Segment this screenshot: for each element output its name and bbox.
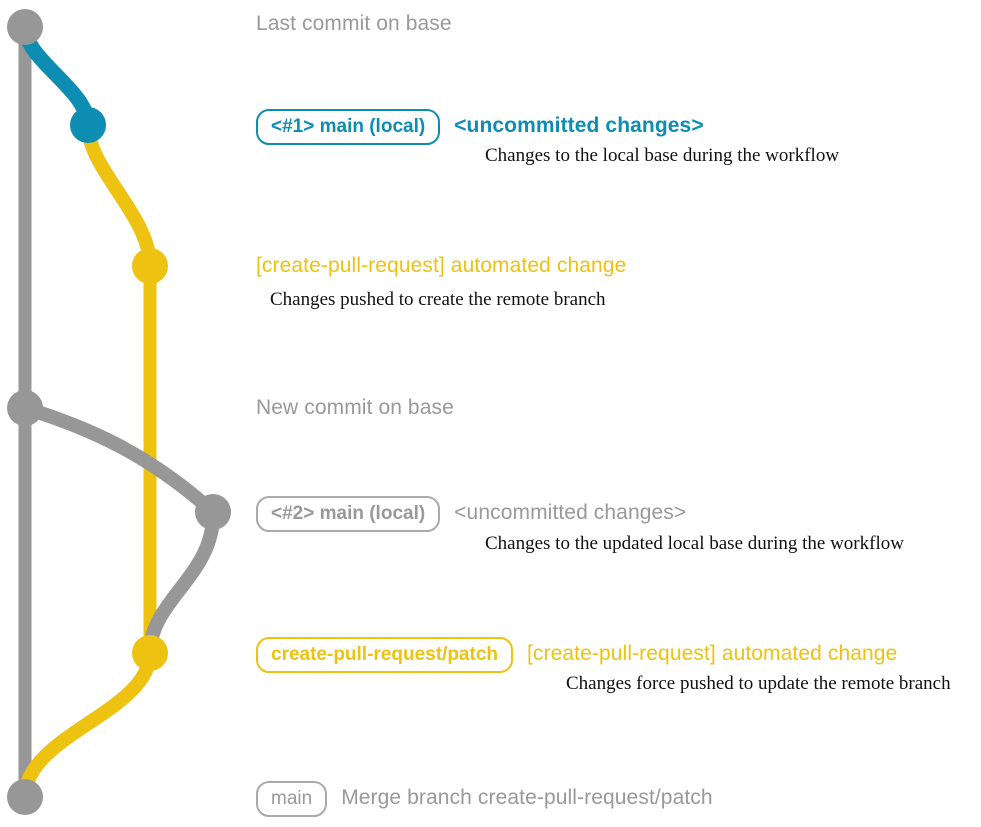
edge-base2-to-local2 — [18, 401, 220, 519]
commit-node-patch[interactable] — [132, 635, 168, 671]
edge-patch-to-merge — [18, 646, 157, 804]
row-automated-1-headline: [create-pull-request] automated change — [256, 254, 627, 277]
row-automated-1-description: Changes pushed to create the remote bran… — [270, 289, 606, 310]
row-last-commit-headline: Last commit on base — [256, 12, 452, 35]
branch-pill-main[interactable]: main — [256, 781, 328, 817]
row-patch-branch-description: Changes force pushed to update the remot… — [566, 673, 951, 694]
row-merge-headline: Merge branch create-pull-request/patch — [341, 786, 713, 809]
commit-node-merge[interactable] — [7, 779, 43, 815]
commit-node-local-1[interactable] — [70, 107, 106, 143]
row-patch-branch-headline: [create-pull-request] automated change — [527, 642, 898, 665]
row-local-1-headline: <uncommitted changes> — [454, 114, 704, 137]
row-last-commit: Last commit on base — [256, 12, 452, 36]
row-automated-1: [create-pull-request] automated change — [256, 254, 626, 278]
branch-pill-local-1[interactable]: <#1> main (local) — [256, 109, 441, 145]
commit-node-base-last[interactable] — [7, 9, 43, 45]
row-local-2-headline: <uncommitted changes> — [454, 501, 687, 524]
branch-pill-local-2[interactable]: <#2> main (local) — [256, 496, 441, 532]
row-new-commit: New commit on base — [256, 396, 454, 420]
row-patch-branch: create-pull-request/patch [create-pull-r… — [256, 637, 897, 673]
commit-node-local-2[interactable] — [195, 494, 231, 530]
row-local-2: <#2> main (local) <uncommitted changes> — [256, 496, 686, 532]
row-local-1: <#1> main (local) <uncommitted changes> — [256, 109, 704, 145]
row-local-1-description: Changes to the local base during the wor… — [485, 145, 840, 166]
commit-node-automated-1[interactable] — [132, 248, 168, 284]
row-new-commit-headline: New commit on base — [256, 396, 454, 419]
branch-pill-patch[interactable]: create-pull-request/patch — [256, 637, 513, 673]
commit-node-base-new[interactable] — [7, 390, 43, 426]
row-local-2-description: Changes to the updated local base during… — [485, 533, 904, 554]
row-merge: main Merge branch create-pull-request/pa… — [256, 781, 713, 817]
